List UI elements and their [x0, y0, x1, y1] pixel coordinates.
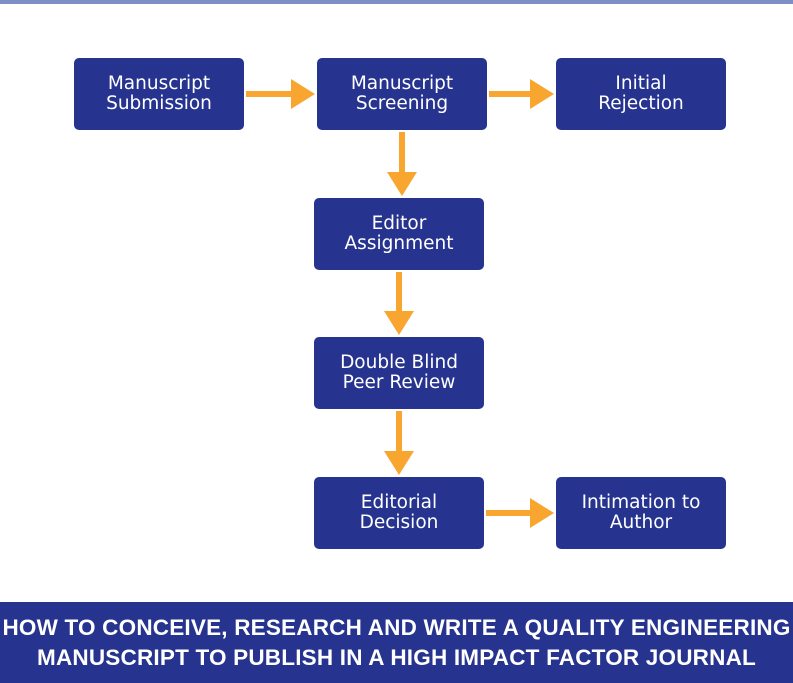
step-editorial-decision: Editorial Decision: [314, 477, 484, 549]
step-double-blind-peer-review: Double Blind Peer Review: [314, 337, 484, 409]
step-label: Manuscript Submission: [106, 74, 212, 114]
step-label: Double Blind Peer Review: [340, 353, 458, 393]
step-manuscript-submission: Manuscript Submission: [74, 58, 244, 130]
arrow-head: [530, 79, 554, 109]
step-label-line-2: Author: [609, 512, 673, 533]
step-label-line-1: Editor: [371, 213, 427, 234]
banner-title-line-2: MANUSCRIPT TO PUBLISH IN A HIGH IMPACT F…: [37, 644, 756, 670]
step-label: Editorial Decision: [360, 493, 439, 533]
step-label-line-1: Intimation to: [581, 492, 701, 513]
top-rule: [0, 0, 793, 4]
step-label-line-1: Manuscript: [107, 73, 211, 94]
step-label-line-2: Screening: [355, 93, 449, 114]
step-editor-assignment: Editor Assignment: [314, 198, 484, 270]
step-label: Editor Assignment: [345, 214, 454, 254]
arrow-manuscript-screening-to-initial-rejection: [489, 79, 554, 109]
step-label-line-1: Editorial: [360, 492, 438, 513]
step-intimation-to-author: Intimation to Author: [556, 477, 726, 549]
step-label-line-2: Peer Review: [342, 372, 456, 393]
arrow-head: [530, 498, 554, 528]
step-label: Manuscript Screening: [351, 74, 453, 114]
arrow-head: [384, 311, 414, 335]
arrow-head: [291, 79, 315, 109]
step-label-line-2: Assignment: [344, 233, 454, 254]
arrow-head: [384, 451, 414, 475]
step-label: Initial Rejection: [598, 74, 684, 114]
arrow-double-blind-peer-review-to-editorial-decision: [384, 411, 414, 475]
banner-title-line-1: HOW TO CONCEIVE, RESEARCH AND WRITE A QU…: [2, 614, 791, 640]
title-banner: HOW TO CONCEIVE, RESEARCH AND WRITE A QU…: [0, 602, 793, 683]
step-label-line-2: Rejection: [598, 93, 684, 114]
step-label-line-1: Initial: [615, 73, 667, 94]
step-label-line-1: Double Blind: [340, 352, 458, 373]
step-label-line-2: Decision: [359, 512, 439, 533]
arrow-editor-assignment-to-double-blind-peer-review: [384, 272, 414, 335]
arrow-manuscript-submission-to-manuscript-screening: [246, 79, 315, 109]
arrow-manuscript-screening-to-editor-assignment: [387, 132, 417, 196]
arrow-editorial-decision-to-intimation-to-author: [486, 498, 554, 528]
step-label-line-1: Manuscript: [350, 73, 454, 94]
step-manuscript-screening: Manuscript Screening: [317, 58, 487, 130]
arrow-head: [387, 172, 417, 196]
step-label-line-2: Submission: [106, 93, 212, 114]
step-label: Intimation to Author: [582, 493, 701, 533]
step-initial-rejection: Initial Rejection: [556, 58, 726, 130]
